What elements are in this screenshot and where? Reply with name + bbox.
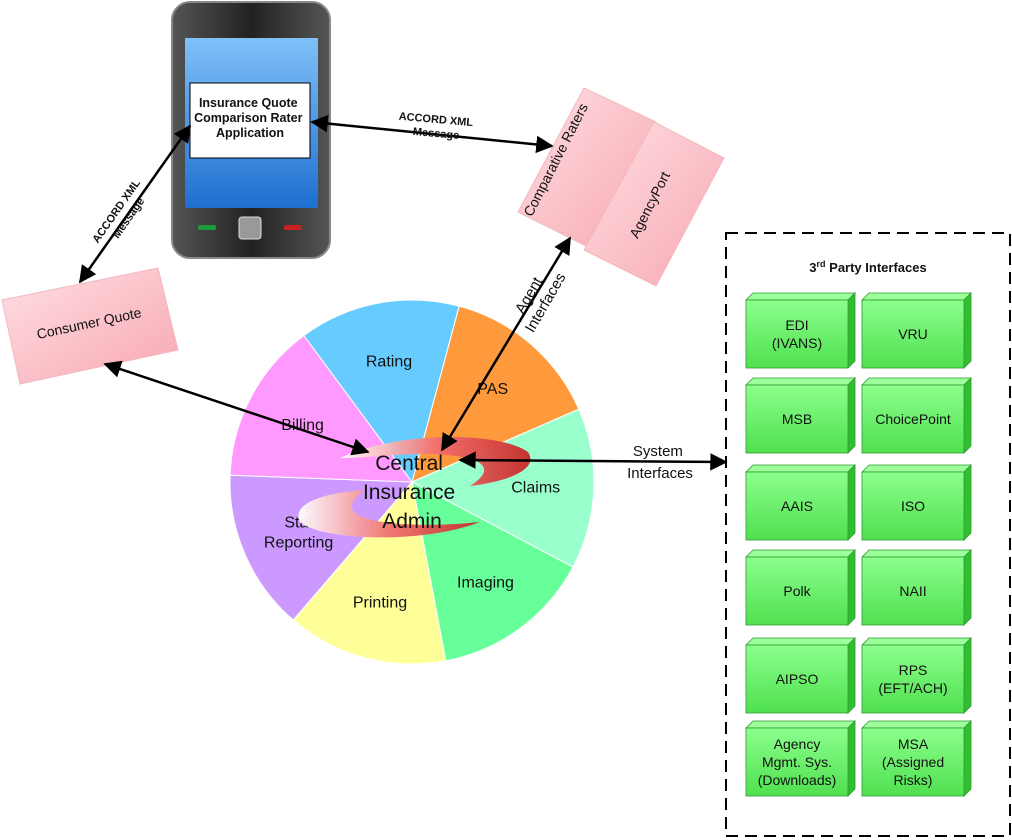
third-party-box: AAIS [745, 464, 856, 541]
central-thirdparty-arrow [458, 451, 728, 471]
third-party-box-label: AAIS [781, 498, 813, 514]
third-party-box-label: RPS(EFT/ACH) [878, 662, 947, 696]
consumer-quote-box: Consumer Quote [1, 267, 179, 385]
pie-segment [229, 474, 414, 621]
phone-raters-arrow [310, 114, 554, 154]
central-agent-arrow [440, 236, 572, 452]
agencyport-box: AgencyPort [583, 121, 725, 287]
hangup-icon [284, 225, 302, 230]
third-party-box-label: ISO [901, 498, 925, 514]
pie-segment-label: Imaging [457, 575, 514, 592]
pie-segment-label: Rating [366, 353, 412, 370]
third-party-box: MSB [745, 377, 856, 454]
app-label: Insurance Quote Comparison Rater Applica… [194, 96, 306, 140]
third-party-box-label: AIPSO [776, 671, 819, 687]
third-party-box: AIPSO [745, 637, 856, 714]
third-party-box-label: Polk [783, 583, 811, 599]
third-party-box: RPS(EFT/ACH) [861, 637, 972, 714]
third-party-box-label: MSB [782, 411, 812, 427]
central-pie [229, 299, 595, 665]
consumer-central-arrow [103, 360, 370, 456]
home-button[interactable] [238, 216, 262, 240]
third-party-box: NAII [861, 549, 972, 626]
call-icon [198, 225, 216, 230]
third-party-box-label: NAII [899, 583, 926, 599]
smartphone: Insurance Quote Comparison Rater Applica… [171, 1, 331, 259]
agent-interfaces-label: Agent Interfaces [506, 261, 569, 336]
third-party-title: 3rd Party Interfaces [809, 259, 926, 275]
third-party-box-label: ChoicePoint [875, 411, 951, 427]
third-party-box: ISO [861, 464, 972, 541]
third-party-panel [725, 232, 1011, 837]
third-party-box: VRU [861, 292, 972, 369]
central-label: Central Insurance Admin [363, 452, 461, 533]
pie-segment-label: Claims [511, 480, 560, 497]
system-interfaces-label: System Interfaces [627, 443, 693, 482]
third-party-box-label: VRU [898, 326, 928, 342]
third-party-box: Polk [745, 549, 856, 626]
pie-segment-label: Printing [353, 595, 407, 612]
third-party-box: EDI(IVANS) [745, 292, 856, 369]
third-party-box: ChoicePoint [861, 377, 972, 454]
third-party-box-label: EDI(IVANS) [772, 317, 822, 351]
app-box [189, 82, 311, 159]
phone-consumer-arrow [78, 124, 192, 284]
